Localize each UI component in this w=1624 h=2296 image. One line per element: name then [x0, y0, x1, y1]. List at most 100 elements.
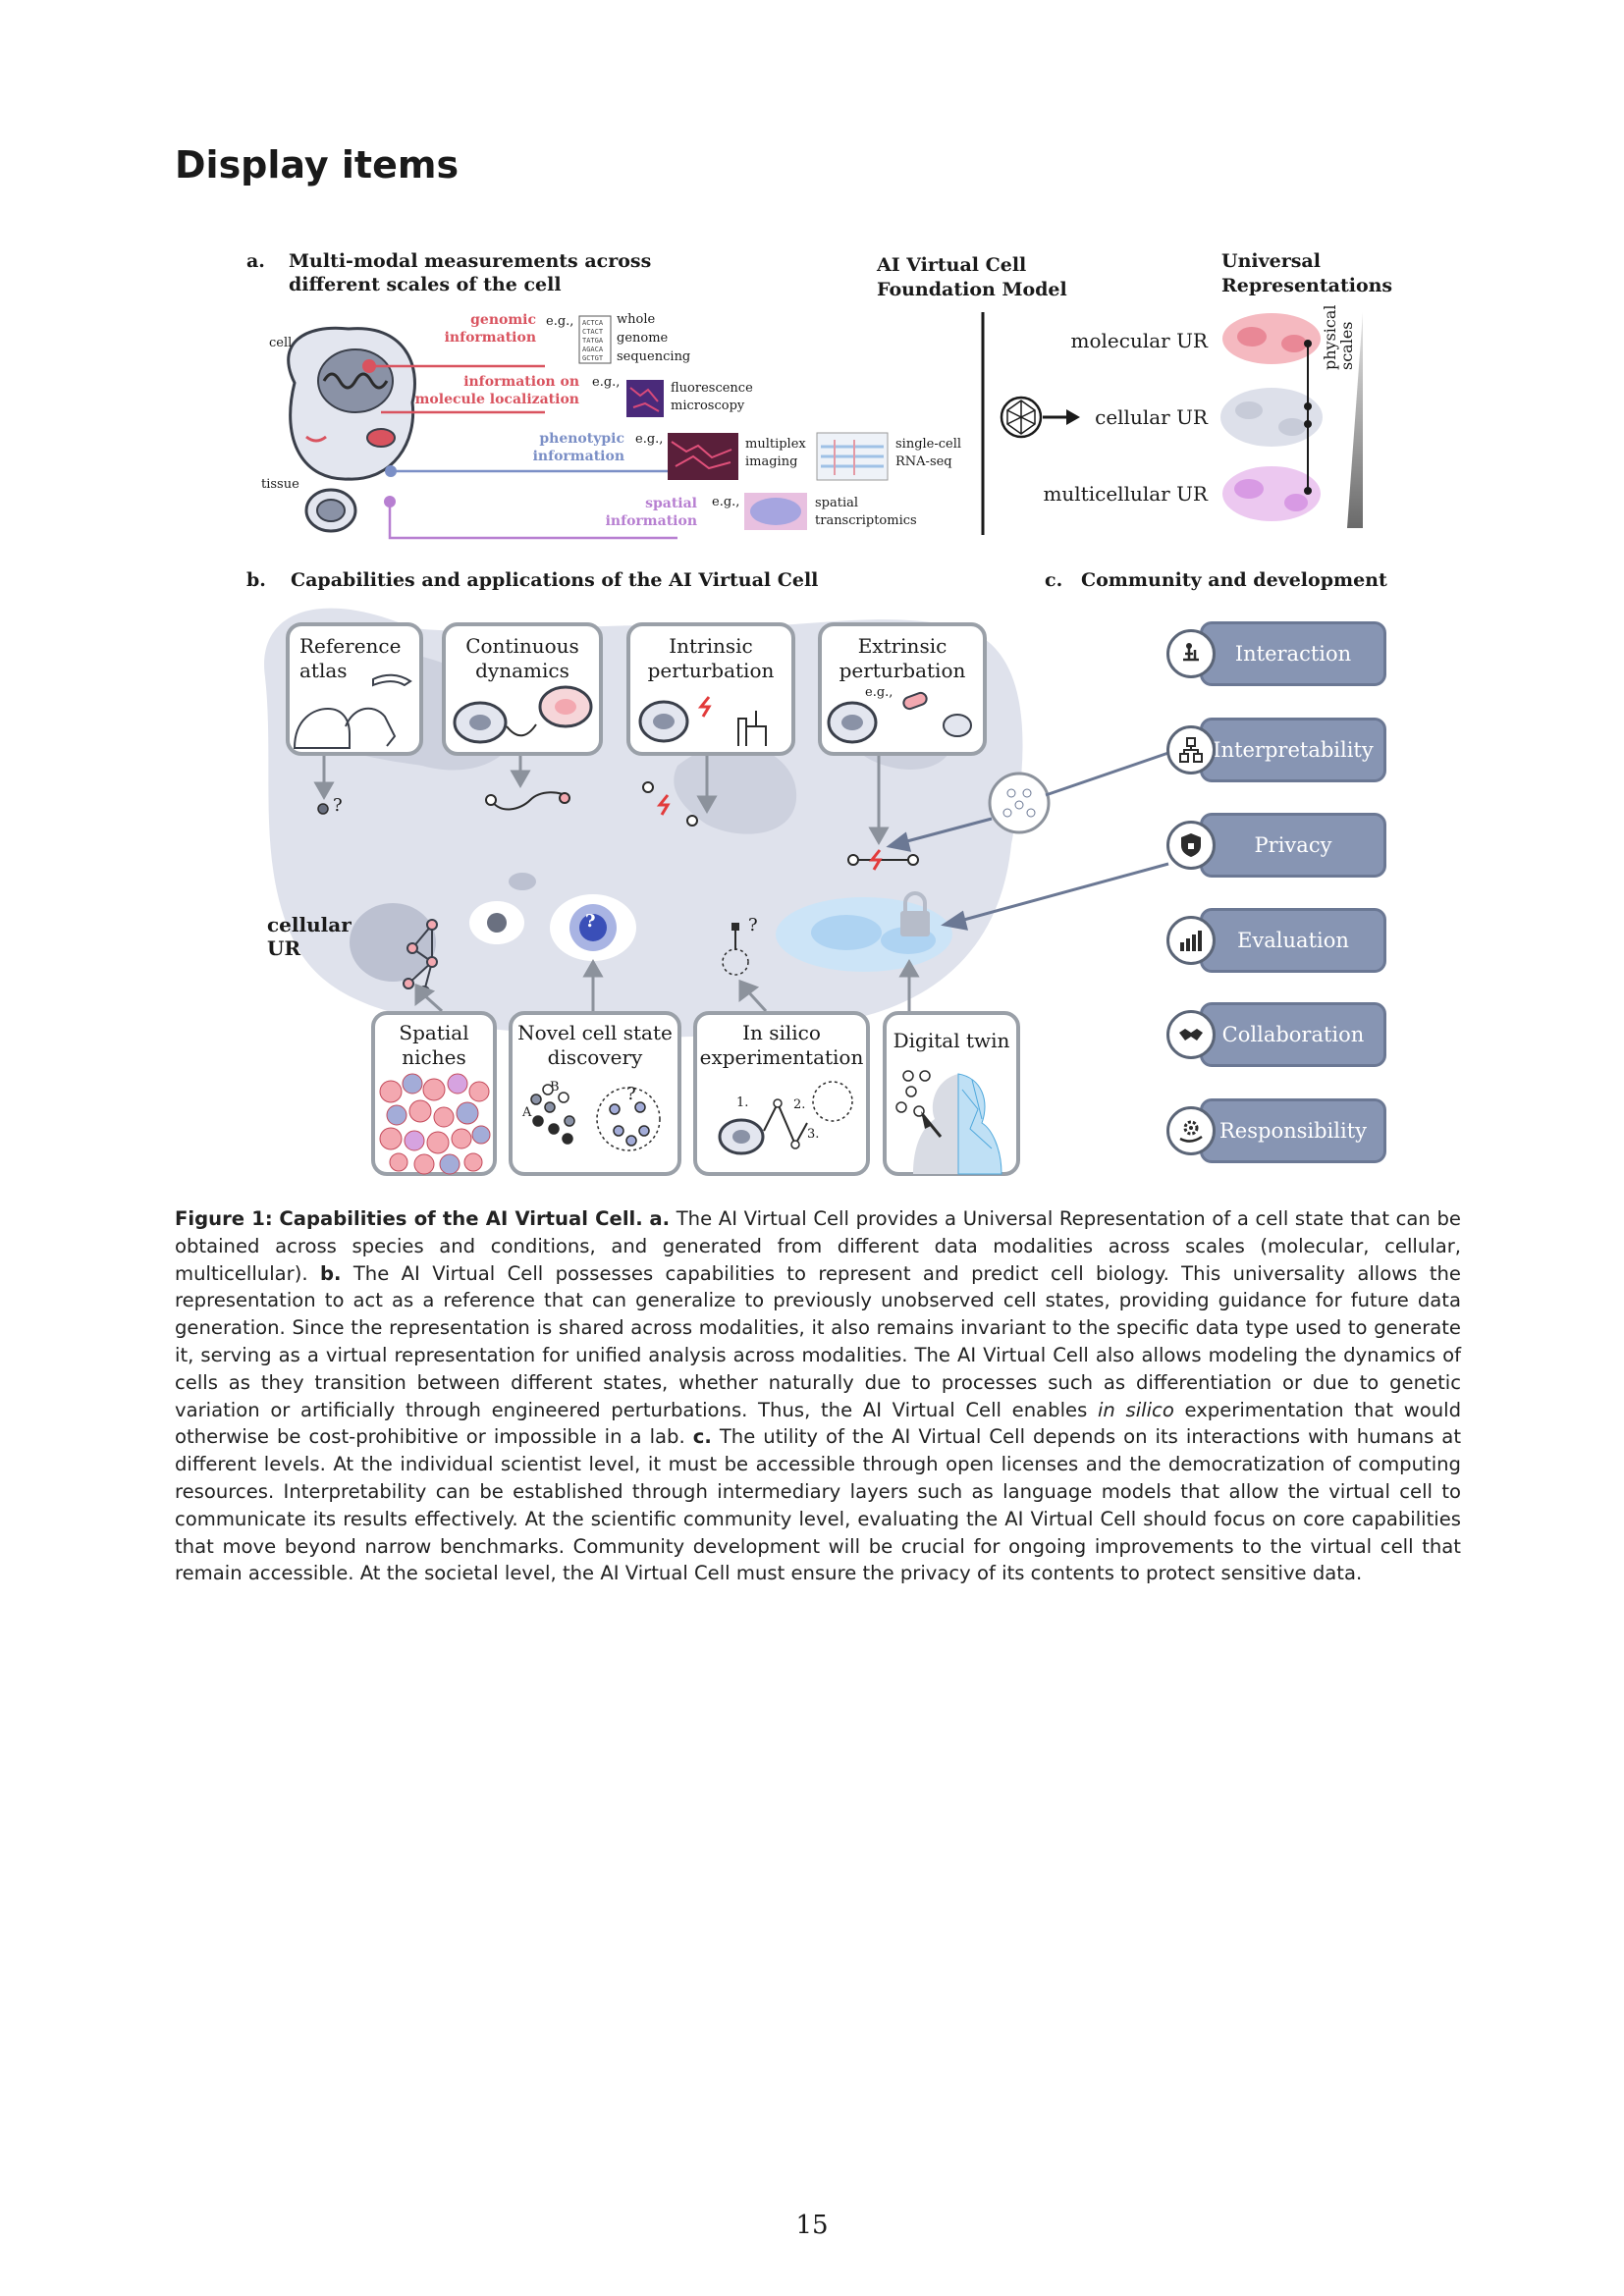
scrna-2: RNA-seq — [895, 454, 952, 469]
st-1: spatial — [815, 496, 859, 510]
caption-b-italic: in silico — [1097, 1398, 1174, 1421]
dna-seq-line: AGACA — [582, 346, 604, 353]
figure-label: Figure 1: — [175, 1207, 273, 1230]
dna-seq-line: GCTGT — [582, 354, 604, 362]
tissue-label: tissue — [261, 477, 299, 492]
phenotypic-eg: e.g., — [635, 432, 664, 447]
ur-title-2: Representations — [1221, 275, 1393, 296]
reference-atlas-title: Reference atlas — [299, 634, 402, 682]
interaction-box: Interaction — [1200, 621, 1386, 686]
genomic-info-2: information — [444, 330, 536, 346]
cluster-b-label: B — [550, 1080, 560, 1095]
multiplex-1: multiplex — [745, 437, 806, 452]
reference-atlas-box: Reference atlas — [286, 622, 423, 756]
panel-b-title: Capabilities and applications of the AI … — [291, 569, 819, 591]
caption-a-text: The AI Virtual Cell provides a Universal… — [175, 1207, 1461, 1285]
extrinsic-eg: e.g., — [865, 685, 893, 700]
figure-title: Capabilities of the AI Virtual Cell. — [279, 1207, 643, 1230]
intrinsic-perturbation-title: Intrinsic perturbation — [647, 634, 775, 682]
continuous-dynamics-title: Continuous dynamics — [465, 634, 579, 682]
panel-b-letter: b. — [246, 569, 266, 591]
page-number: 15 — [795, 2211, 829, 2240]
handshake-icon — [1166, 1010, 1216, 1059]
st-2: transcriptomics — [815, 513, 917, 528]
physical-scales-wedge — [1347, 312, 1363, 528]
multicellular-ur-label: multicellular UR — [1043, 482, 1208, 506]
gear-hand-icon — [1166, 1106, 1216, 1155]
caption-a-label: a. — [649, 1207, 671, 1230]
step-2-label: 2. — [793, 1097, 806, 1112]
cellular-ur-text: cellular UR — [267, 913, 352, 960]
caption-b-text-2: experimentation that would otherwise be … — [175, 1398, 1462, 1449]
panel-c-letter: c. — [1045, 569, 1063, 591]
model-title-1: AI Virtual Cell — [877, 254, 1027, 276]
novel-cell-state-title: Novel cell state discovery — [517, 1021, 673, 1069]
spatial-eg: e.g., — [712, 495, 740, 509]
panel-a-title-line1: Multi-modal measurements across — [289, 250, 652, 272]
novel-state-question: ? — [585, 911, 596, 932]
privacy-box: Privacy — [1200, 813, 1386, 878]
extrinsic-perturbation-title: Extrinsic perturbation — [839, 634, 966, 682]
wgs-3: sequencing — [617, 349, 691, 364]
in-silico-box: In silico experimentation 1. 2. 3. — [693, 1011, 870, 1176]
dna-helix — [322, 372, 389, 390]
caption-b-label: b. — [319, 1261, 342, 1285]
panel-c-title: Community and development — [1081, 569, 1387, 591]
collaboration-box: Collaboration — [1200, 1002, 1386, 1067]
step-1-label: 1. — [736, 1095, 749, 1110]
touch-icon — [1166, 629, 1216, 678]
evaluation-box: Evaluation — [1200, 908, 1386, 973]
cell-label: cell — [269, 336, 293, 350]
phenotypic-info-2: information — [532, 449, 624, 464]
cellular-ur-region-label: cellular UR — [267, 913, 352, 960]
responsibility-box: Responsibility — [1200, 1098, 1386, 1163]
cluster-a-label: A — [522, 1105, 532, 1120]
spatial-info-2: information — [605, 513, 697, 529]
interpretability-box: Interpretability — [1200, 718, 1386, 782]
localization-info-2: molecule localization — [414, 392, 579, 407]
figure-caption: Figure 1: Capabilities of the AI Virtual… — [175, 1205, 1461, 1587]
wgs-2: genome — [617, 331, 669, 346]
caption-b-text-1: The AI Virtual Cell possesses capabiliti… — [175, 1261, 1461, 1421]
dna-seq-line: ACTCA — [582, 319, 604, 327]
dna-sequence-thumb — [578, 315, 612, 364]
cellular-ur-label: cellular UR — [1095, 405, 1208, 429]
spatial-niches-title: Spatial niches — [399, 1021, 469, 1069]
localization-info-1: information on — [463, 374, 579, 390]
multiplex-2: imaging — [745, 454, 798, 469]
genomic-eg: e.g., — [546, 314, 574, 329]
ur-title-1: Universal — [1221, 250, 1321, 272]
phenotypic-info-1: phenotypic — [539, 431, 624, 447]
novel-cell-state-box: Novel cell state discovery A B — [509, 1011, 681, 1176]
model-title-2: Foundation Model — [877, 279, 1067, 300]
caption-c-text: The utility of the AI Virtual Cell depen… — [175, 1425, 1461, 1585]
caption-c-label: c. — [692, 1425, 712, 1449]
box-glyphs — [293, 673, 972, 749]
bottom-box-glyphs — [379, 1070, 1002, 1175]
panel-a-title-line2: different scales of the cell — [289, 274, 562, 295]
novel-cluster-question: ? — [626, 1084, 636, 1104]
panel-a-letter: a. — [246, 250, 265, 272]
step-3-label: 3. — [807, 1127, 820, 1142]
in-silico-title: In silico experimentation — [699, 1021, 864, 1069]
shield-icon — [1166, 821, 1216, 870]
bar-chart-icon — [1166, 916, 1216, 965]
multiplex-thumb — [668, 433, 738, 480]
hierarchy-icon — [1166, 725, 1216, 774]
wgs-1: whole — [617, 312, 656, 327]
insilico-question: ? — [748, 915, 758, 935]
spatial-info-1: spatial — [645, 496, 697, 511]
dna-seq-line: CTACT — [582, 328, 604, 336]
digital-twin-title: Digital twin — [893, 1029, 1010, 1052]
dna-seq-line: TATGA — [582, 337, 604, 345]
localization-eg: e.g., — [592, 375, 621, 390]
genomic-info-1: genomic — [470, 312, 536, 328]
tissue-mosaic — [379, 1073, 491, 1175]
molecular-ur-label: molecular UR — [1070, 329, 1208, 352]
lock-icon — [900, 911, 930, 936]
fluor-1: fluorescence — [671, 381, 753, 396]
scrna-1: single-cell — [895, 437, 962, 452]
fluor-2: microscopy — [671, 399, 745, 413]
section-heading: Display items — [175, 143, 460, 187]
atlas-question: ? — [333, 795, 343, 816]
